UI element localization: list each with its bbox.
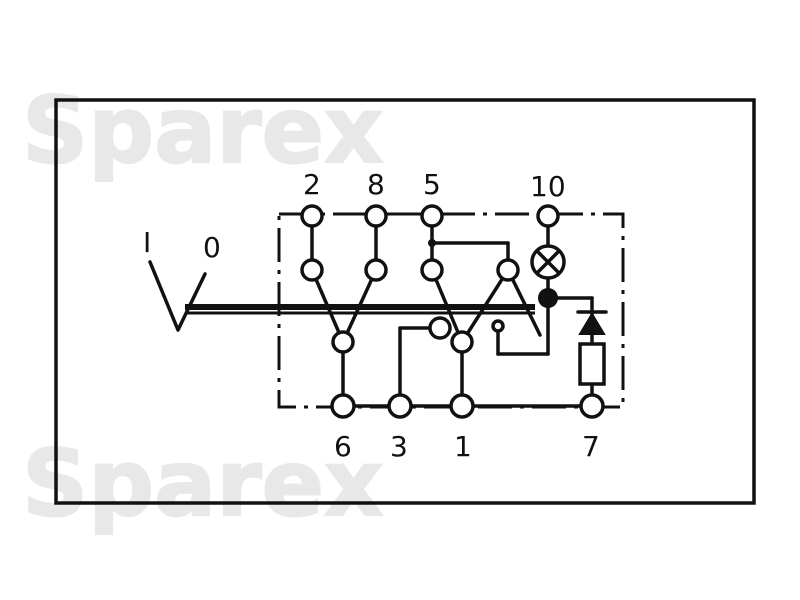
contact-1-upper [450, 330, 474, 354]
terminal-3 [387, 393, 413, 419]
label-terminal-8: 8 [367, 168, 385, 201]
label-position-off: 0 [203, 231, 221, 264]
contact-point [491, 319, 505, 333]
terminal-7 [579, 393, 605, 419]
terminal-6 [330, 393, 356, 419]
contact-3-upper [428, 316, 452, 340]
label-terminal-10: 10 [530, 170, 566, 203]
contact-5-lower [420, 258, 444, 282]
terminal-8 [364, 204, 388, 228]
contact-6-upper [331, 330, 355, 354]
terminal-2 [300, 204, 324, 228]
label-terminal-1: 1 [454, 430, 472, 463]
label-terminal-7: 7 [582, 430, 600, 463]
diode-icon [576, 310, 608, 335]
label-terminal-6: 6 [334, 430, 352, 463]
contact-2-lower [300, 258, 324, 282]
contact-10-lower [496, 258, 520, 282]
watermark-top: Sparex [22, 77, 383, 184]
resistor-icon [578, 342, 606, 386]
lamp-icon [530, 244, 566, 280]
label-position-on: I [143, 226, 151, 259]
label-terminal-2: 2 [303, 168, 321, 201]
watermark-bottom: Sparex [22, 430, 383, 537]
terminal-5 [420, 204, 444, 228]
lamp-junction [538, 288, 558, 308]
terminal-1 [449, 393, 475, 419]
outer-frame [54, 98, 756, 505]
terminal-10 [536, 204, 560, 228]
label-terminal-5: 5 [423, 168, 441, 201]
contact-8-lower [364, 258, 388, 282]
label-terminal-3: 3 [390, 430, 408, 463]
